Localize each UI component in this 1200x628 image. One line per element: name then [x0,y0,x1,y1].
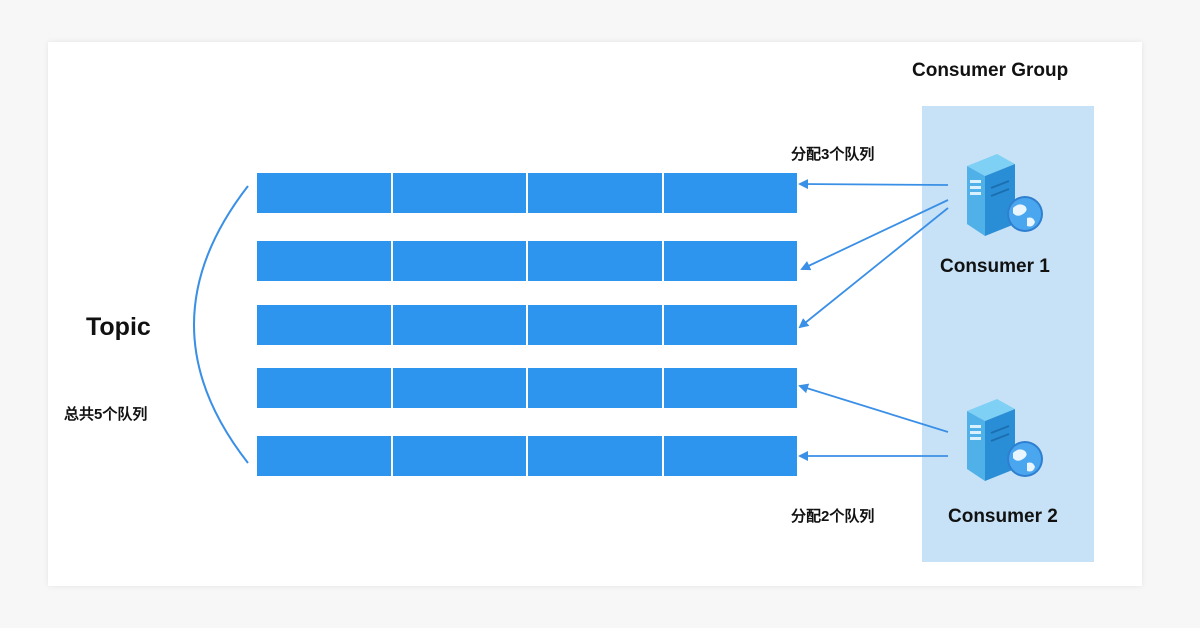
queue-segment [392,368,528,408]
queue-segment [663,173,797,213]
arrow-consumer1-queue1 [798,179,949,190]
queue-segment [257,305,393,345]
queue-segment [663,241,797,281]
consumer2-assign-label: 分配2个队列 [791,508,875,525]
queue-segment [392,305,528,345]
queue-segment [528,241,664,281]
server-globe-icon [967,399,1043,481]
queue-5 [257,436,797,476]
total-queues-label: 总共5个队列 [64,406,148,423]
queue-segment [392,436,528,476]
topic-title: Topic [86,313,151,341]
queue-2 [257,241,797,281]
arrow-consumer1-queue3 [798,207,949,329]
consumer1-name: Consumer 1 [940,256,1050,277]
queue-segment [663,368,797,408]
consumer1-assign-label: 分配3个队列 [791,146,875,163]
server-globe-icon [967,154,1043,236]
topic-brace-arc [193,185,249,464]
queue-4 [257,368,797,408]
queue-segment [257,241,393,281]
queue-3 [257,305,797,345]
arrow-consumer2-queue4 [798,383,949,433]
consumer2-name: Consumer 2 [948,506,1058,527]
queue-segment [257,173,393,213]
queue-segment [392,173,528,213]
queue-segment [528,173,664,213]
queue-segment [392,241,528,281]
arrow-consumer1-queue2 [800,199,949,271]
consumer-group-title: Consumer Group [912,60,1069,81]
queue-segment [528,436,664,476]
queue-segment [663,305,797,345]
queue-segment [257,436,393,476]
queue-segment [528,305,664,345]
queue-segment [528,368,664,408]
queue-1 [257,173,797,213]
queue-segment [663,436,797,476]
queue-segment [257,368,393,408]
